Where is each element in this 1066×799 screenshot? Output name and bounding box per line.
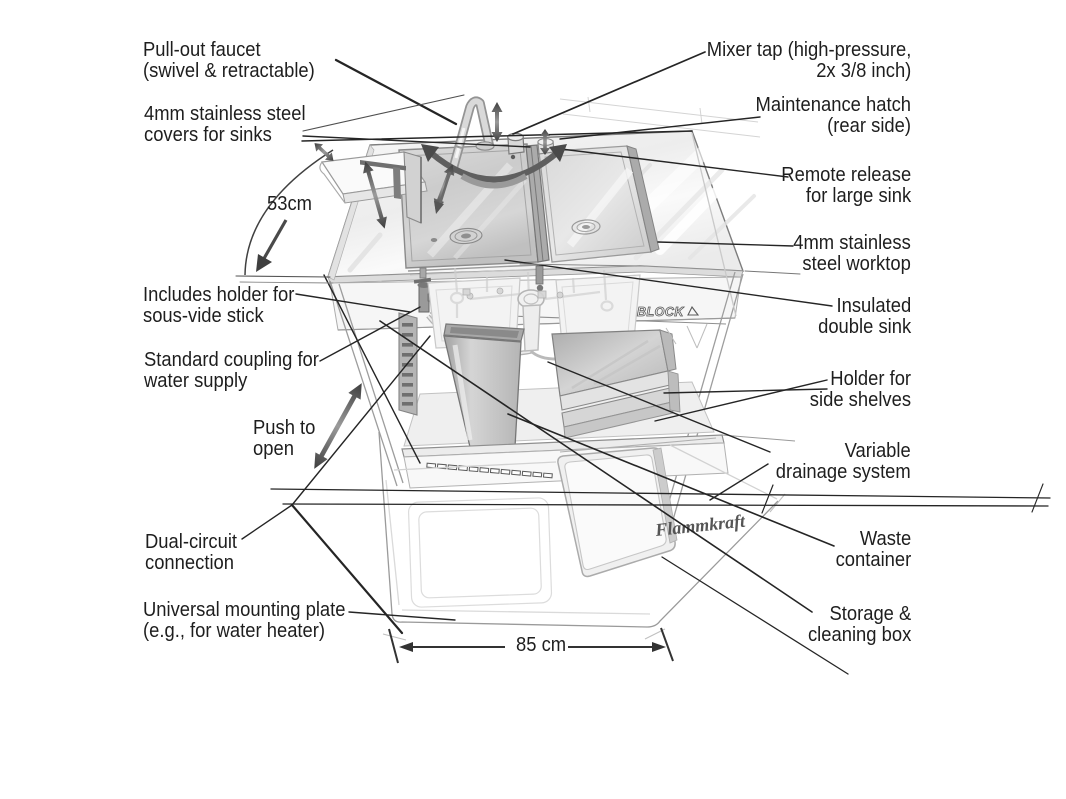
- svg-text:BLOCK: BLOCK: [637, 305, 684, 319]
